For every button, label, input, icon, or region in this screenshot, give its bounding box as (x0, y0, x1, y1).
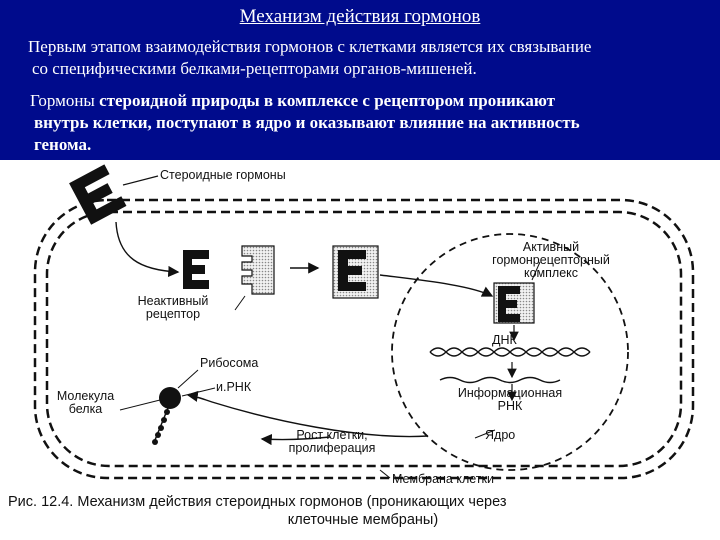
paragraph-steroid: Гормоны стероидной природы в комплексе с… (30, 90, 710, 156)
steroid-hormone-outside (69, 164, 127, 225)
label-informational-rna-line-2: РНК (497, 399, 523, 413)
paragraph-steroid-line-3: генома. (34, 135, 92, 154)
label-cell-growth-line-2: пролиферация (288, 441, 376, 455)
pointer-ribosome (177, 369, 199, 389)
label-informational-rna-line-1: Информационная (457, 386, 563, 400)
arrow-hormone-entry (115, 221, 180, 278)
pointer-mrna (181, 387, 216, 397)
cell-membrane-inner (45, 210, 683, 468)
label-ribosome: Рибосома (200, 356, 259, 370)
inactive-receptor (241, 245, 275, 295)
pointer-steroid-hormone (122, 175, 159, 186)
hormone-inside-cell (183, 250, 209, 289)
figure-caption-line-2: клеточные мембраны) (287, 512, 439, 528)
pointer-protein (119, 399, 161, 411)
label-active-complex-line-3: комплекс (523, 266, 579, 280)
paragraph-steroid-line-1: стероидной природы в комплексе с рецепто… (99, 91, 555, 110)
label-active-complex-line-1: Активный (522, 240, 580, 254)
label-protein-molecule-line-1: Молекула (56, 389, 115, 403)
paragraph-steroid-lead: Гормоны (30, 91, 95, 110)
paragraph-steroid-line-2: внутрь клетки, поступают в ядро и оказыв… (34, 113, 580, 132)
paragraph-binding-line-1: Первым этапом взаимодействия гормонов с … (28, 37, 592, 56)
label-protein-molecule-line-2: белка (68, 402, 103, 416)
paragraph-binding: Первым этапом взаимодействия гормонов с … (28, 36, 708, 80)
paragraph-binding-line-2: со специфическими белками-рецепторами ор… (32, 59, 477, 78)
cell-membrane-outer (33, 198, 695, 480)
pointer-inactive-receptor (234, 295, 246, 311)
figure-caption: Рис. 12.4. Механизм действия стероидных … (8, 493, 718, 529)
arrow-to-cell-growth (260, 433, 331, 446)
mrna-strand (439, 376, 561, 384)
label-dna: ДНК (492, 333, 517, 347)
slide-title: Механизм действия гормонов (239, 6, 481, 27)
label-nucleus: Ядро (485, 428, 516, 442)
label-inactive-receptor-line-1: Неактивный (137, 294, 209, 308)
label-active-complex-line-2: гормонрецепторный (492, 253, 610, 267)
steroid-mechanism-diagram (33, 164, 695, 480)
arrow-mrna-to-ribosome (186, 390, 429, 438)
pointer-active-complex (531, 261, 541, 281)
label-cell-membrane: Мембрана клетки (392, 472, 494, 486)
protein-chain (152, 407, 170, 445)
label-steroid-hormones: Стероидные гормоны (160, 168, 286, 182)
label-mrna: и.РНК (216, 380, 252, 394)
ribosome (159, 387, 181, 409)
slide-header-background (0, 0, 720, 160)
label-cell-growth-line-1: Рост клетки, (296, 428, 368, 442)
pointer-nucleus (474, 429, 496, 439)
figure-caption-line-1: Рис. 12.4. Механизм действия стероидных … (8, 494, 507, 510)
dna-strand-2 (429, 347, 591, 357)
active-complex-in-nucleus (493, 282, 535, 324)
nucleus (391, 233, 629, 471)
hormone-receptor-complex (332, 245, 379, 299)
label-inactive-receptor-line-2: рецептор (145, 307, 201, 321)
pointer-membrane (379, 469, 391, 479)
arrow-complex-to-nucleus (379, 274, 494, 297)
